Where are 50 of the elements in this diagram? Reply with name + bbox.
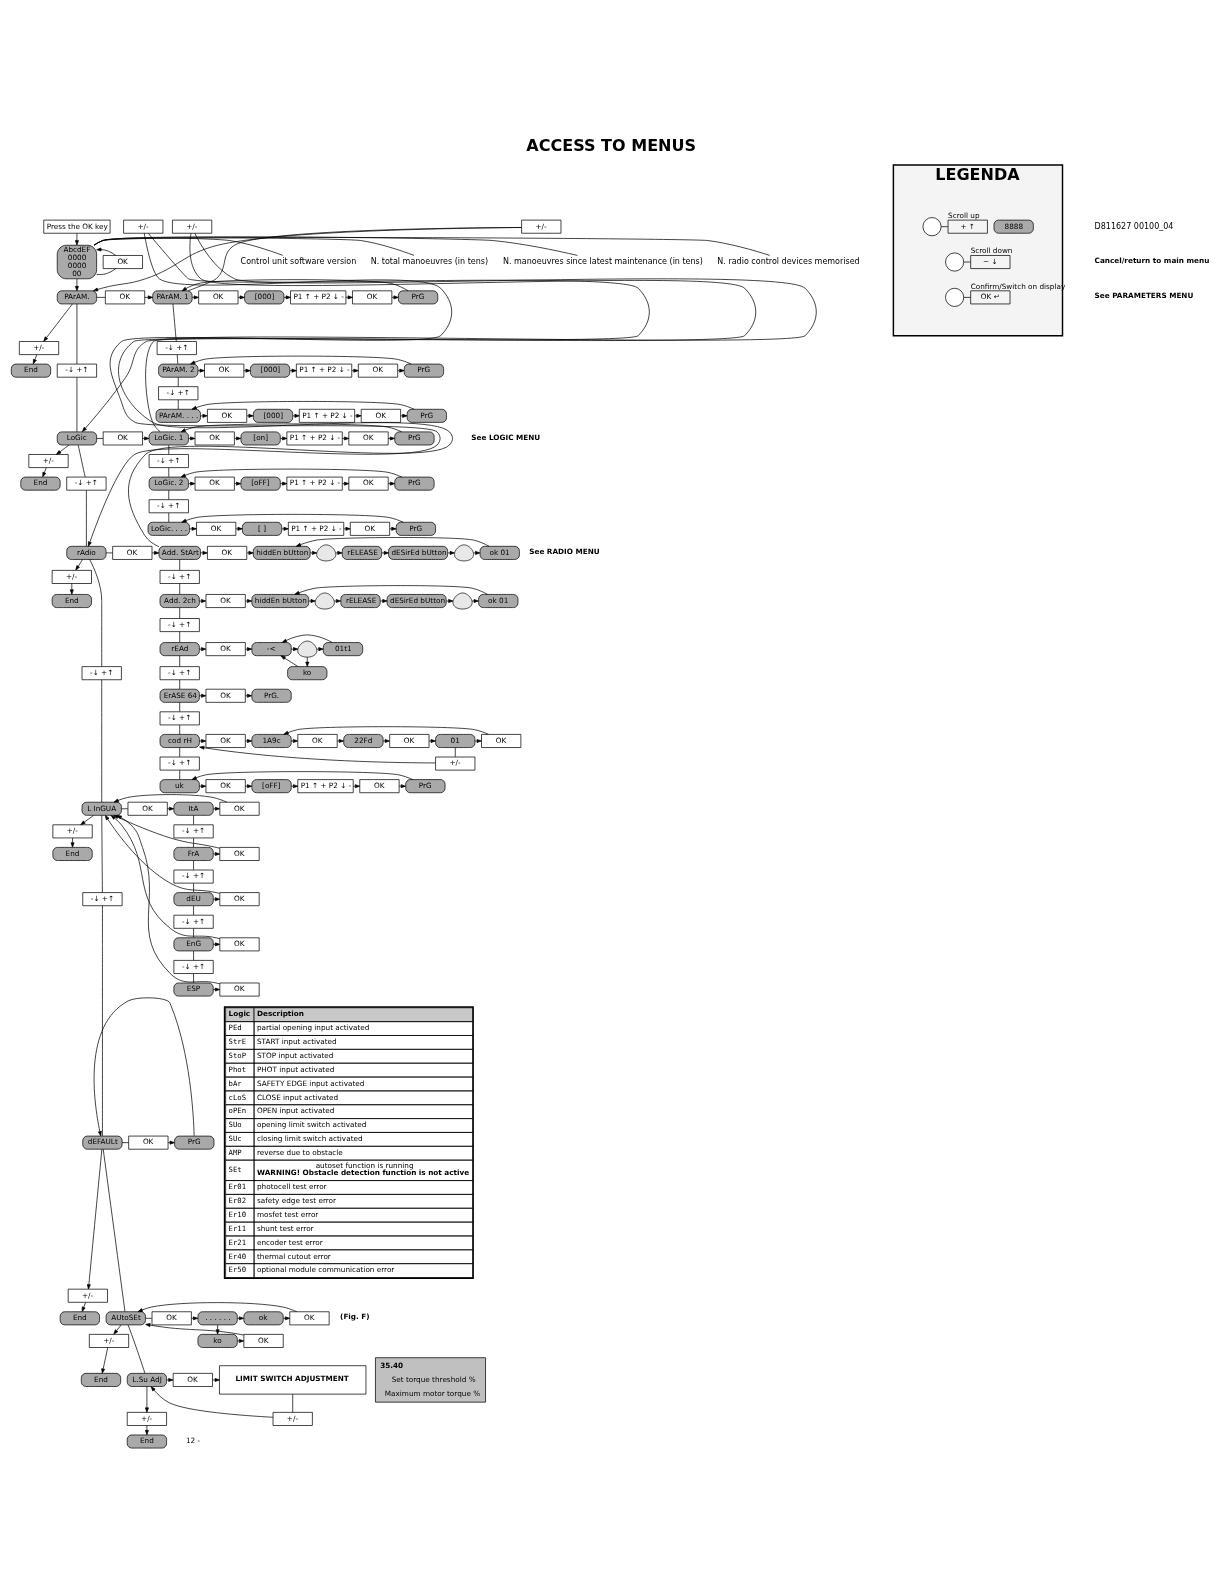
label: Description	[256, 1008, 304, 1018]
label: Er21	[228, 1237, 247, 1247]
label: See PARAMETERS MENU	[1094, 291, 1194, 301]
label: PHOT input activated	[256, 1064, 335, 1074]
label: Cancel/return to main menu	[1094, 256, 1210, 266]
label: partial opening input activated	[256, 1023, 370, 1033]
label: AMP	[228, 1148, 242, 1158]
label: See RADIO MENU	[529, 546, 600, 556]
label: Er10	[228, 1210, 247, 1219]
label: closing limit switch activated	[256, 1134, 363, 1144]
label: photocell test error	[256, 1182, 327, 1192]
label: oPEn	[228, 1106, 247, 1116]
label: optional module communication error	[256, 1265, 395, 1275]
label: Er11	[228, 1223, 247, 1233]
label: PEd	[228, 1023, 242, 1033]
label: SEt	[228, 1165, 242, 1175]
label: Set torque threshold %	[391, 1375, 476, 1385]
label: STOP input activated	[256, 1051, 334, 1061]
label: thermal cutout error	[256, 1251, 331, 1261]
label: shunt test error	[256, 1223, 314, 1233]
label: Er01	[228, 1182, 247, 1192]
label: bAr	[228, 1078, 242, 1088]
label: encoder test error	[256, 1237, 323, 1247]
label: 12 -	[185, 1436, 201, 1446]
label: Logic	[228, 1008, 251, 1018]
label: safety edge test error	[256, 1196, 337, 1206]
label: (Fig. F)	[340, 1312, 370, 1322]
label: cLoS	[228, 1092, 247, 1102]
label: StrE	[228, 1037, 247, 1047]
node-label: Scroll up	[948, 210, 980, 220]
label: OPEN input activated	[256, 1106, 335, 1116]
label: Er40	[228, 1251, 247, 1261]
label: Maximum motor torque %	[384, 1388, 481, 1398]
label: 35.40	[380, 1360, 404, 1370]
label: CLOSE input activated	[256, 1092, 339, 1102]
label: See LOGIC MENU	[471, 432, 541, 442]
label: START input activated	[256, 1037, 337, 1047]
label: StoP	[228, 1051, 247, 1061]
label: SAFETY EDGE input activated	[256, 1078, 365, 1088]
label: Er02	[228, 1196, 247, 1206]
label: mosfet test error	[256, 1210, 319, 1219]
label: Er50	[228, 1265, 247, 1275]
label: WARNING! Obstacle detection function is not active	[256, 1168, 470, 1178]
label: reverse due to obstacle	[256, 1148, 343, 1158]
label: Phot	[228, 1064, 247, 1074]
label: SUo	[228, 1120, 242, 1130]
node-label: Scroll down	[970, 246, 1013, 256]
label: SUc	[228, 1134, 242, 1144]
label: opening limit switch activated	[256, 1120, 367, 1130]
diagram-title: ACCESS TO MENUS	[526, 135, 697, 155]
